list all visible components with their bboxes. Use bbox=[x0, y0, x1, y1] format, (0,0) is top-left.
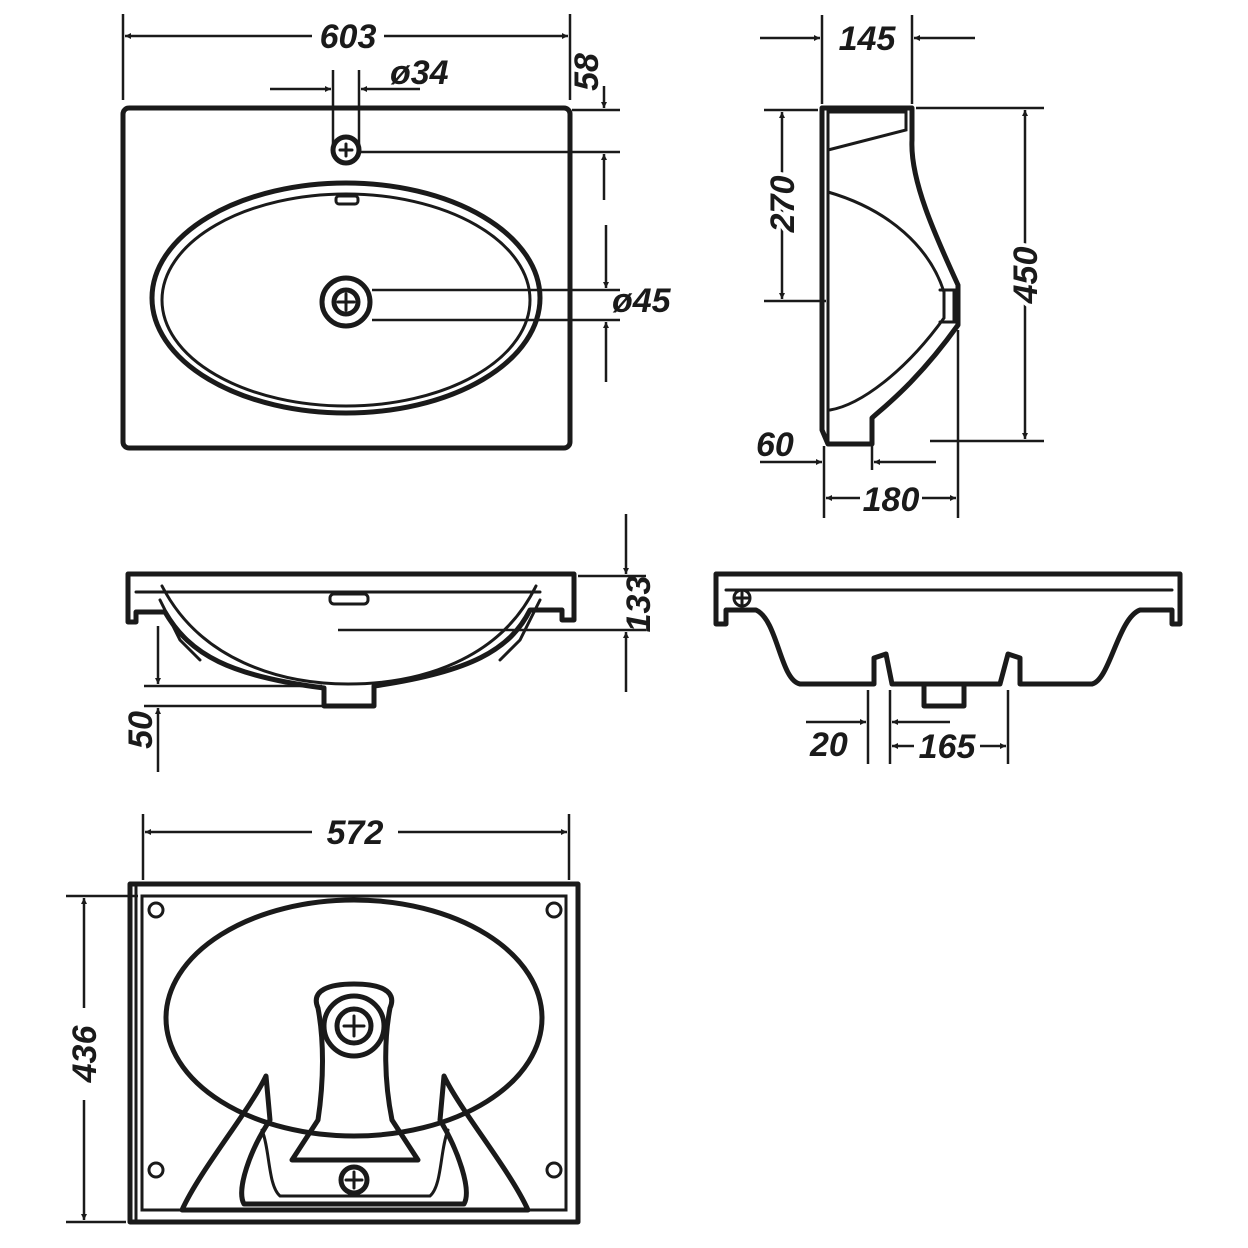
rear-drain bbox=[921, 681, 967, 709]
dim-bottom-depth: 436 bbox=[66, 1025, 104, 1084]
rear-profile bbox=[713, 571, 1183, 687]
dim-side-depth: 145 bbox=[839, 20, 897, 58]
rear-view: 20 165 bbox=[713, 571, 1183, 766]
dim-bottom-width: 572 bbox=[327, 814, 384, 852]
front-overflow bbox=[328, 592, 370, 606]
side-view: 145 270 450 60 180 bbox=[756, 15, 1049, 519]
front-view: 133 50 bbox=[122, 514, 658, 772]
dim-rear-wall: 20 bbox=[809, 726, 848, 764]
bottom-outline bbox=[127, 881, 581, 1225]
overflow-slot bbox=[334, 194, 360, 206]
dim-front-height: 133 bbox=[620, 576, 658, 633]
dim-tap-hole-diameter: ø34 bbox=[390, 54, 449, 92]
basin-outline bbox=[120, 105, 573, 451]
front-profile bbox=[125, 571, 577, 709]
dim-tap-hole-offset: 58 bbox=[568, 53, 606, 91]
drain-hole bbox=[319, 275, 373, 329]
dim-front-drain: 50 bbox=[122, 711, 160, 749]
dim-side-total-depth: 450 bbox=[1007, 247, 1045, 305]
bottom-bowl bbox=[163, 897, 545, 1139]
bottom-view: 572 436 bbox=[66, 814, 581, 1225]
dim-rear-bracket-spacing: 165 bbox=[919, 728, 977, 766]
bottom-drain-support bbox=[289, 981, 421, 1163]
dim-side-tap-height: 270 bbox=[764, 176, 802, 234]
top-view: 603 ø34 58 ø45 bbox=[120, 14, 672, 451]
side-profile-outer bbox=[819, 105, 961, 447]
dim-top-width: 603 bbox=[320, 18, 377, 56]
dim-side-bowl: 180 bbox=[863, 481, 920, 519]
bowl-outer bbox=[149, 180, 543, 416]
dim-drain-diameter: ø45 bbox=[612, 282, 672, 320]
rear-tap-hole bbox=[732, 588, 752, 608]
tap-hole bbox=[330, 134, 362, 166]
side-profile-inner bbox=[826, 190, 946, 412]
dim-side-back: 60 bbox=[756, 426, 794, 464]
bottom-bracket bbox=[179, 1073, 531, 1213]
bowl-inner bbox=[160, 192, 532, 408]
